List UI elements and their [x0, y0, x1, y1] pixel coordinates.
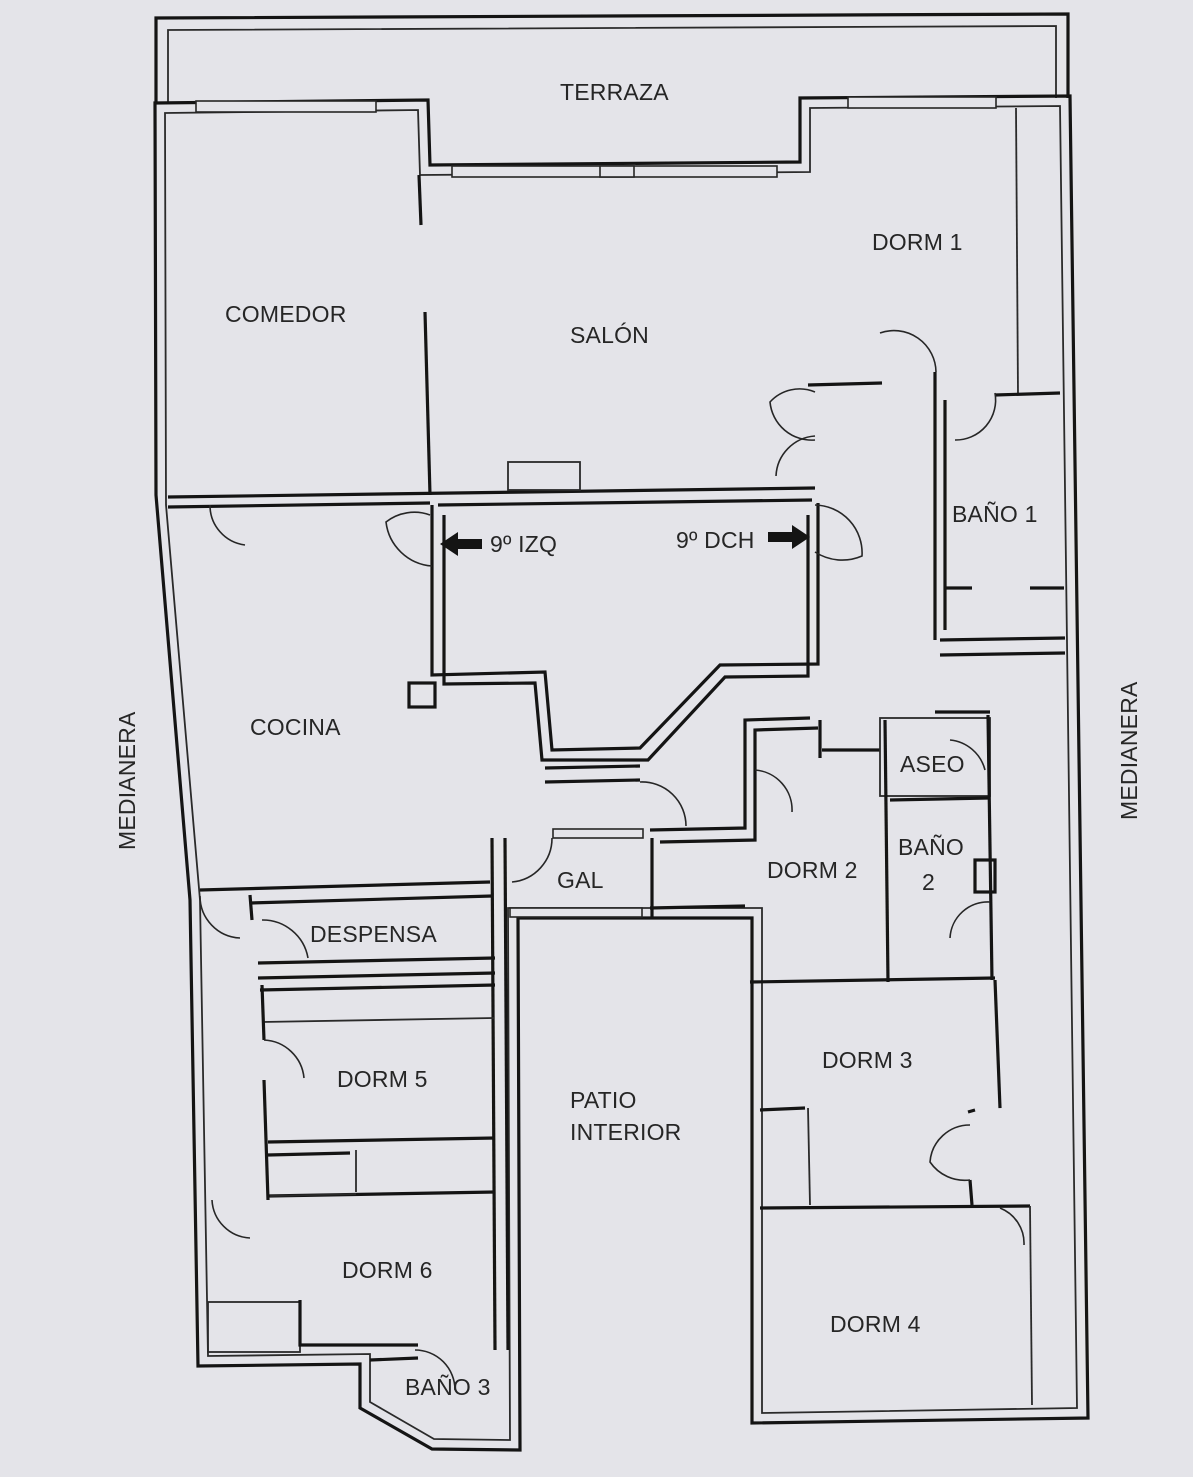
label-dorm3: DORM 3	[822, 1047, 913, 1073]
label-terraza: TERRAZA	[560, 79, 669, 105]
windows	[195, 96, 997, 918]
label-cocina: COCINA	[250, 714, 341, 740]
interior-walls	[167, 107, 1066, 1406]
door-swings	[199, 329, 1025, 1391]
arrow-right-icon	[768, 525, 810, 549]
label-dorm6: DORM 6	[342, 1257, 433, 1283]
label-despensa: DESPENSA	[310, 921, 437, 947]
landing-arrows	[440, 525, 810, 556]
label-comedor: COMEDOR	[225, 301, 347, 327]
label-patio-line1: PATIO	[570, 1087, 637, 1113]
label-bano3: BAÑO 3	[405, 1374, 491, 1400]
label-gal: GAL	[557, 867, 604, 893]
label-salon: SALÓN	[570, 322, 649, 348]
label-bano2-line1: BAÑO	[898, 834, 964, 860]
label-9-izq: 9º IZQ	[490, 531, 557, 557]
label-medianera-left: MEDIANERA	[114, 711, 140, 850]
label-aseo: ASEO	[900, 751, 965, 777]
label-dorm5: DORM 5	[337, 1066, 428, 1092]
label-9-dch: 9º DCH	[676, 527, 755, 553]
label-medianera-right: MEDIANERA	[1116, 681, 1142, 820]
label-dorm1: DORM 1	[872, 229, 963, 255]
label-bano2-line2: 2	[922, 869, 935, 895]
label-dorm4: DORM 4	[830, 1311, 921, 1337]
terrace-outline	[154, 12, 1070, 102]
label-patio-line2: INTERIOR	[570, 1119, 682, 1145]
label-dorm2: DORM 2	[767, 857, 858, 883]
arrow-left-icon	[440, 532, 482, 556]
label-bano1: BAÑO 1	[952, 501, 1038, 527]
